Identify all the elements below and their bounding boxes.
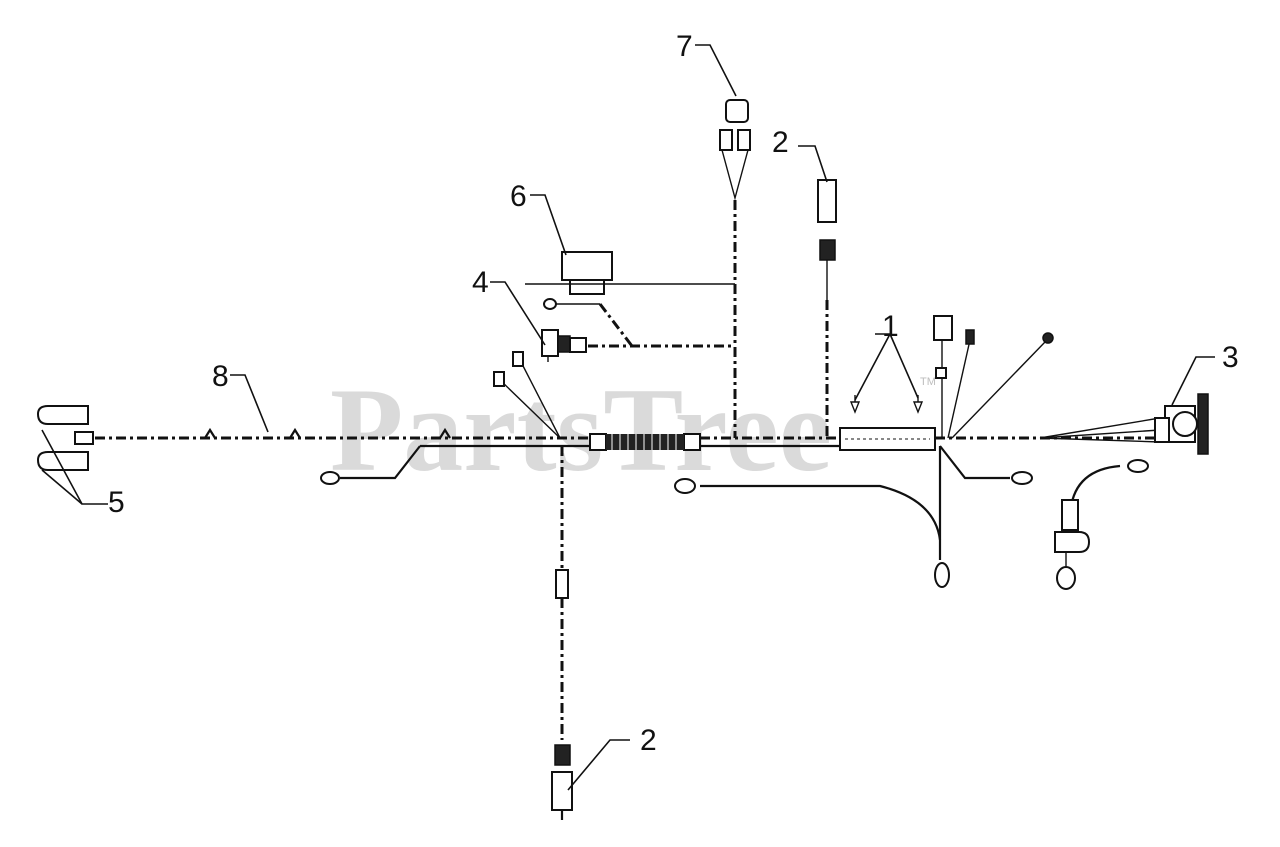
- right-spokes: [849, 315, 1054, 439]
- main-harness-trunk: [95, 427, 1160, 451]
- left-plug-connector: [74, 431, 94, 445]
- lower-connector-plug: [551, 771, 573, 811]
- upper-connector: [725, 99, 749, 123]
- item-6-module: [525, 251, 735, 295]
- callout-1: 1: [882, 310, 899, 343]
- left-spark-plug-boots: [36, 405, 94, 471]
- callout-5: 5: [108, 486, 125, 519]
- leader-7: [695, 44, 737, 97]
- item-3-connector: [1039, 393, 1209, 455]
- leader-lines: [41, 44, 1215, 791]
- leader-5b: [41, 469, 83, 505]
- callout-labels: 1 2 2 3 4 5 6 7 8: [108, 30, 1239, 757]
- leader-3: [1171, 356, 1215, 406]
- loom-collar-left: [589, 433, 607, 451]
- callout-7: 7: [676, 30, 693, 63]
- terminal-block: [839, 427, 936, 451]
- leader-1b: [889, 333, 919, 399]
- loom-collar-right: [683, 433, 701, 451]
- small-ring-terminal: [543, 298, 557, 310]
- right-lower-connector: [1054, 531, 1091, 553]
- watermark-trademark: TM: [920, 376, 936, 388]
- item-7-branch: [719, 99, 751, 438]
- lower-vertical-branch: [551, 446, 573, 820]
- leader-2-upper: [798, 145, 828, 183]
- item-4-branch: [541, 298, 735, 362]
- watermark: PartsTree TM: [330, 363, 936, 496]
- fuse-holder: [933, 315, 953, 341]
- leader-2-lower: [567, 739, 630, 791]
- watermark-text: PartsTree: [330, 363, 832, 496]
- upper-plug: [817, 179, 837, 223]
- callout-8: 8: [212, 360, 229, 393]
- leader-1a: [854, 333, 892, 401]
- callout-6: 6: [510, 180, 527, 213]
- module-box: [561, 251, 613, 281]
- leader-6: [530, 194, 567, 256]
- spark-boot-lower: [36, 451, 89, 471]
- callout-3: 3: [1222, 341, 1239, 374]
- left-ring-terminal-branch: [320, 445, 421, 485]
- callout-4: 4: [472, 266, 489, 299]
- right-lower-branches: [674, 445, 1149, 590]
- callout-2-lower: 2: [640, 724, 657, 757]
- spark-boot-upper: [36, 405, 89, 425]
- leader-4: [490, 281, 546, 346]
- leader-8: [230, 374, 269, 433]
- lower-connector-socket: [554, 744, 571, 766]
- corrugated-loom: [606, 434, 684, 450]
- callout-2-upper: 2: [772, 126, 789, 159]
